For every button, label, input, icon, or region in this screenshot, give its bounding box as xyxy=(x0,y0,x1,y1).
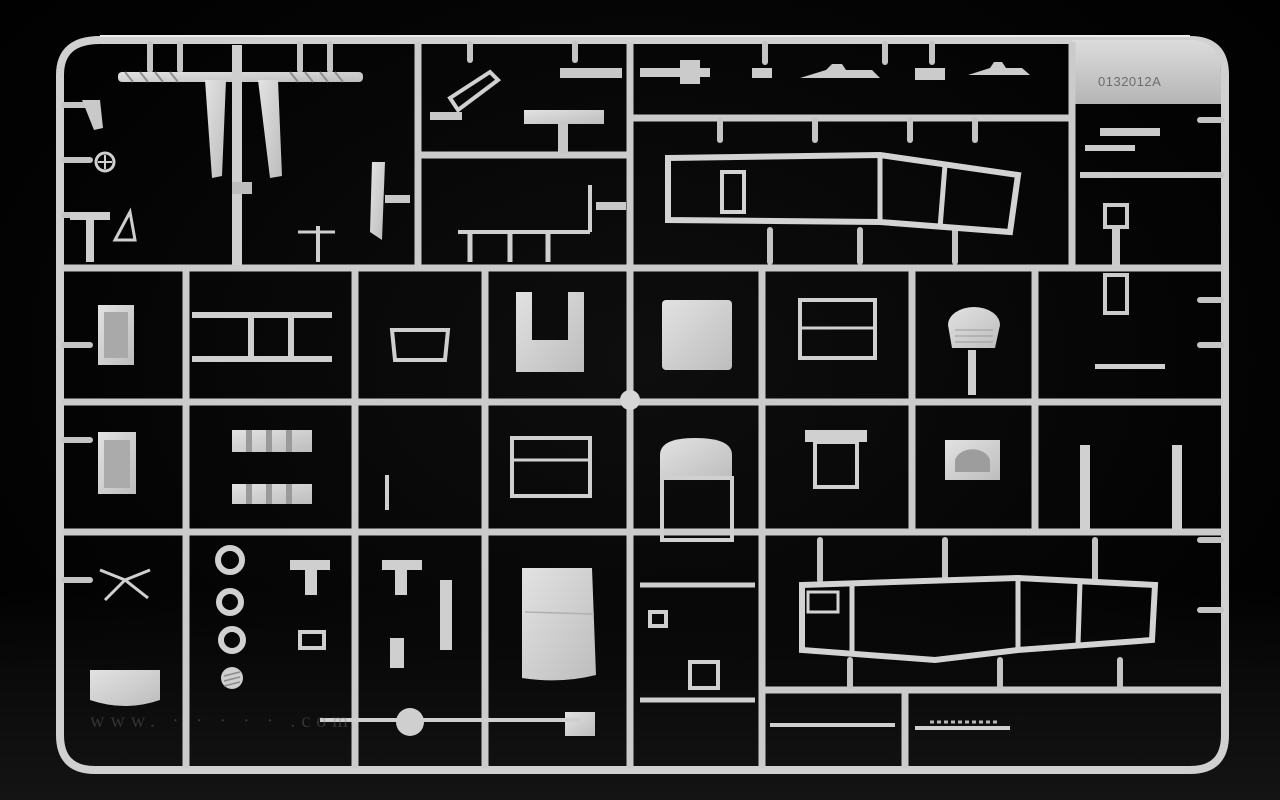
horizontal-runners xyxy=(62,114,1223,694)
watermark-text: www. · · · · · .com xyxy=(90,710,354,732)
part-number-tab: 0132012A xyxy=(1072,40,1221,104)
parts-group-middle-row-2 xyxy=(98,430,1182,542)
chassis-frame-upper xyxy=(665,151,1022,236)
parts-group-bottom-middle xyxy=(522,568,755,703)
parts-group-bottom-left xyxy=(90,545,595,736)
chassis-frame-lower xyxy=(770,574,1159,730)
parts-group-top-right-small xyxy=(640,60,1200,315)
part-number-label: 0132012A xyxy=(1098,74,1161,89)
parts-group-top-middle xyxy=(430,68,626,262)
vertical-runners xyxy=(182,42,1076,768)
parts-group-middle-row-1 xyxy=(98,292,1165,395)
sprue-outer-frame xyxy=(56,36,1229,774)
runner-hub xyxy=(620,390,640,410)
gate-stubs xyxy=(61,41,1224,689)
table-surface xyxy=(0,590,1280,800)
parts-group-top-left xyxy=(70,45,410,265)
